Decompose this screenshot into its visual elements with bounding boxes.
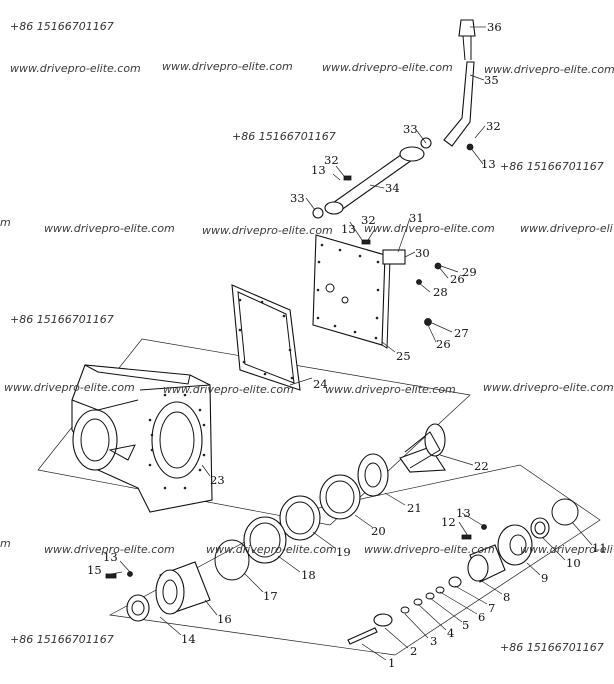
callout-33-top: 33 bbox=[403, 122, 418, 136]
callout-14: 14 bbox=[181, 632, 196, 646]
callout-36: 36 bbox=[487, 20, 502, 34]
site-watermark: www.drivepro-elite.com bbox=[44, 222, 175, 235]
callout-3: 3 bbox=[430, 634, 437, 648]
site-watermark-cut-left: m bbox=[0, 216, 11, 229]
seal-10 bbox=[530, 517, 550, 539]
yoke-8 bbox=[467, 544, 506, 583]
bolt-12 bbox=[461, 534, 472, 540]
site-watermark: www.drivepro-elite.com bbox=[162, 60, 293, 73]
bearing-14 bbox=[126, 594, 150, 622]
site-watermark: www.drivepro-elite.com bbox=[483, 381, 614, 394]
phone-watermark: +86 15166701167 bbox=[500, 160, 604, 173]
callout-33-left: 33 bbox=[290, 191, 305, 205]
callout-34: 34 bbox=[385, 181, 400, 195]
callout-32-top: 32 bbox=[486, 119, 501, 133]
site-watermark: www.drivepro-elite.com bbox=[4, 381, 135, 394]
callout-9: 9 bbox=[541, 571, 548, 585]
site-watermark: www.drivepro-elite.com bbox=[206, 543, 337, 556]
callout-26-bottom: 26 bbox=[436, 337, 451, 351]
site-watermark: www.drivepro-elite.com bbox=[364, 222, 495, 235]
callout-1: 1 bbox=[388, 656, 395, 670]
o-ring-17 bbox=[214, 539, 250, 581]
flange-9 bbox=[497, 524, 533, 566]
callout-13-left: 13 bbox=[311, 163, 326, 177]
callout-8: 8 bbox=[503, 590, 510, 604]
callout-31: 31 bbox=[409, 211, 424, 225]
bolt-1 bbox=[347, 627, 378, 645]
callout-2: 2 bbox=[410, 644, 417, 658]
site-watermark-cut-left: m bbox=[0, 537, 11, 550]
callout-4: 4 bbox=[447, 626, 454, 640]
washer-13-left bbox=[127, 571, 133, 577]
leader-lines bbox=[105, 26, 593, 661]
callout-7: 7 bbox=[488, 601, 495, 615]
bearing-cap-16 bbox=[155, 561, 211, 615]
callout-35: 35 bbox=[484, 73, 499, 87]
site-watermark: www.drivepro-elite.com bbox=[325, 383, 456, 396]
phone-watermark: +86 15166701167 bbox=[10, 20, 114, 33]
cover-plate-25 bbox=[312, 234, 406, 349]
gasket-20 bbox=[319, 474, 361, 520]
callout-21: 21 bbox=[407, 501, 422, 515]
callout-19: 19 bbox=[336, 545, 351, 559]
site-watermark: www.drivepro-elite.com bbox=[10, 62, 141, 75]
callout-24: 24 bbox=[313, 377, 328, 391]
callout-32-left: 32 bbox=[324, 153, 339, 167]
site-watermark: www.drivepro-elite.com bbox=[44, 543, 175, 556]
callout-numbers: 36 35 33 32 13 32 13 34 33 13 32 31 30 2… bbox=[87, 20, 607, 670]
callout-12: 12 bbox=[441, 515, 456, 529]
bearing-21 bbox=[357, 453, 389, 497]
callout-20: 20 bbox=[371, 524, 386, 538]
o-ring-11 bbox=[551, 498, 579, 526]
gasket-18 bbox=[243, 516, 287, 564]
phone-watermark: +86 15166701167 bbox=[500, 641, 604, 654]
site-watermark: www.drivepro-elite.com bbox=[322, 61, 453, 74]
callout-27: 27 bbox=[454, 326, 469, 340]
callout-23: 23 bbox=[210, 473, 225, 487]
site-watermark: www.drivepro-elite.com bbox=[484, 63, 614, 76]
callout-32-mid: 32 bbox=[361, 213, 376, 227]
callout-30: 30 bbox=[415, 246, 430, 260]
callout-16: 16 bbox=[217, 612, 232, 626]
phone-watermark: +86 15166701167 bbox=[232, 130, 336, 143]
callout-22: 22 bbox=[474, 459, 489, 473]
callout-15: 15 bbox=[87, 563, 102, 577]
washer-13-right bbox=[481, 524, 487, 530]
callout-11: 11 bbox=[592, 541, 607, 555]
callout-13-bottom-right: 13 bbox=[456, 506, 471, 520]
site-watermark: www.drivepro-elite.com bbox=[202, 224, 333, 237]
callout-26-top: 26 bbox=[450, 272, 465, 286]
site-watermark: www.drivepro-elite.com bbox=[364, 543, 495, 556]
callout-28: 28 bbox=[433, 285, 448, 299]
callout-10: 10 bbox=[566, 556, 581, 570]
callout-25: 25 bbox=[396, 349, 411, 363]
site-watermark-cut-right: www.drivepro-eli bbox=[520, 222, 613, 235]
site-watermark: www.drivepro-elite.com bbox=[163, 383, 294, 396]
callout-5: 5 bbox=[462, 618, 469, 632]
callout-13-mid: 13 bbox=[341, 222, 356, 236]
gasket-24 bbox=[231, 284, 301, 391]
callout-29: 29 bbox=[462, 265, 477, 279]
callout-18: 18 bbox=[301, 568, 316, 582]
site-watermark-cut-right: www.drivepro-eli bbox=[520, 543, 613, 556]
phone-watermark: +86 15166701167 bbox=[10, 633, 114, 646]
callout-13-bottom-left: 13 bbox=[103, 550, 118, 564]
callout-6: 6 bbox=[478, 610, 485, 624]
callout-17: 17 bbox=[263, 589, 278, 603]
housing-23 bbox=[71, 364, 213, 513]
washers-2-to-7 bbox=[373, 576, 462, 627]
shift-lever-assembly bbox=[312, 19, 476, 326]
pinion-shaft-22 bbox=[399, 423, 446, 473]
callout-13-top: 13 bbox=[481, 157, 496, 171]
phone-watermark: +86 15166701167 bbox=[10, 313, 114, 326]
gasket-19 bbox=[279, 495, 321, 541]
